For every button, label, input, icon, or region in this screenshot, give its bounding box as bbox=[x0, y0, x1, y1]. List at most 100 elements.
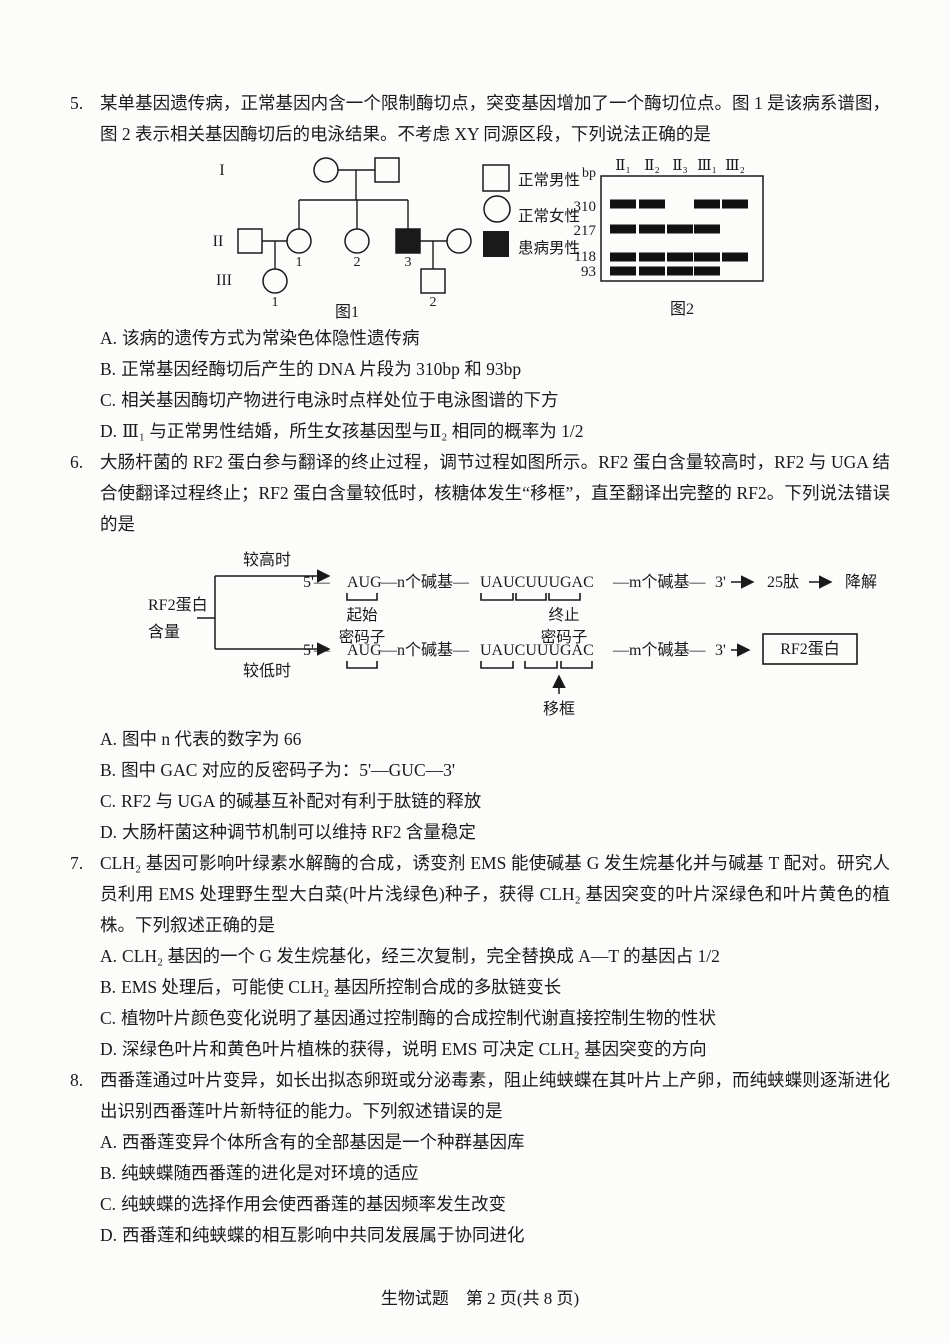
ii1-number: 1 bbox=[296, 255, 303, 270]
gel-size-93: 93 bbox=[581, 264, 596, 280]
gel-size-118: 118 bbox=[574, 249, 596, 265]
option-5c-label: C. bbox=[100, 390, 117, 410]
option-6a: A.图中 n 代表的数字为 66 bbox=[100, 724, 890, 755]
pedigree-ii2-circle bbox=[344, 228, 370, 254]
gel-band bbox=[694, 199, 720, 209]
gel-lane-label-iii2: Ⅲ₂ bbox=[725, 158, 745, 174]
page-footer: 生物试题 第 2 页(共 8 页) bbox=[380, 1289, 580, 1308]
pedigree-ii-husband-square bbox=[237, 228, 263, 254]
option-7c: C.植物叶片颜色变化说明了基因通过控制酶的合成控制代谢直接控制生物的性状 bbox=[100, 1003, 890, 1034]
question-7-number: 7. bbox=[70, 853, 84, 873]
rf2-content-label-line1: RF2蛋白 bbox=[148, 596, 208, 614]
stop-codon-label-line2: 密码子 bbox=[541, 628, 588, 646]
question-7-options: A.CLH₂ 基因的一个 G 发生烷基化，经三次复制，完全替换成 A—T 的基因… bbox=[70, 941, 890, 1065]
option-6b-text: 图中 GAC 对应的反密码子为：5'—GUC—3' bbox=[121, 760, 456, 780]
legend-normal-female-label: 正常女性 bbox=[518, 206, 580, 225]
option-8c-text: 纯蛱蝶的选择作用会使西番莲的基因频率发生改变 bbox=[121, 1194, 507, 1214]
frameshift-label: 移框 bbox=[543, 700, 575, 718]
degrade-label: 降解 bbox=[845, 573, 877, 591]
gel-box bbox=[600, 175, 764, 282]
question-5-text: 某单基因遗传病，正常基因内含一个限制酶切点，突变基因增加了一个酶切位点。图 1 … bbox=[100, 93, 890, 144]
option-5c: C.相关基因酶切产物进行电泳时点样处位于电泳图谱的下方 bbox=[100, 385, 890, 416]
gel-band bbox=[639, 199, 665, 209]
option-7b-label: B. bbox=[100, 977, 117, 997]
pedigree-ii1-circle bbox=[286, 228, 312, 254]
option-6d-label: D. bbox=[100, 822, 118, 842]
question-6-number: 6. bbox=[70, 452, 84, 472]
option-5b: B.正常基因经酶切后产生的 DNA 片段为 310bp 和 93bp bbox=[100, 354, 890, 385]
gel-band bbox=[610, 224, 636, 234]
question-5-figures: I II III 1 2 3 1 2 图1 正常男性 正常女性 患病男性 bp … bbox=[60, 153, 890, 321]
mrna-sequence-top: 5'—AUG—n个碱基—UAUCUUUGAC—m个碱基—3' bbox=[303, 573, 726, 591]
question-7-stem: 7. CLH₂ 基因可影响叶绿素水解酶的合成，诱变剂 EMS 能使碱基 G 发生… bbox=[70, 848, 890, 941]
ii2-number: 2 bbox=[354, 255, 361, 270]
option-7d-label: D. bbox=[100, 1039, 118, 1059]
generation-3-label: III bbox=[216, 272, 232, 289]
legend-normal-male-symbol bbox=[482, 164, 510, 192]
gel-band bbox=[639, 252, 665, 262]
question-5-stem: 5. 某单基因遗传病，正常基因内含一个限制酶切点，突变基因增加了一个酶切位点。图… bbox=[70, 88, 890, 150]
option-7a-text: CLH₂ 基因的一个 G 发生烷基化，经三次复制，完全替换成 A—T 的基因占 … bbox=[122, 946, 720, 966]
gel-band bbox=[610, 252, 636, 262]
option-5a-label: A. bbox=[100, 328, 118, 348]
option-8b: B.纯蛱蝶随西番莲的进化是对环境的适应 bbox=[100, 1158, 890, 1189]
rf2-regulation-diagram: RF2蛋白 含量 较高时 较低时 5'—AUG—n个碱基—UAUCUUUGAC—… bbox=[148, 551, 877, 718]
ii3-number: 3 bbox=[405, 255, 412, 270]
option-8b-text: 纯蛱蝶随西番莲的进化是对环境的适应 bbox=[121, 1163, 419, 1183]
gel-bands bbox=[610, 199, 748, 276]
gel-lane-label-ii3: Ⅱ₃ bbox=[672, 158, 687, 174]
legend-affected-male-label: 患病男性 bbox=[518, 239, 580, 257]
gel-size-217: 217 bbox=[574, 223, 597, 239]
pedigree-ii3-affected-square bbox=[395, 228, 421, 254]
gel-band bbox=[694, 266, 720, 276]
question-6-options: A.图中 n 代表的数字为 66 B.图中 GAC 对应的反密码子为：5'—GU… bbox=[70, 724, 890, 848]
bottom-codon-brackets bbox=[346, 661, 593, 669]
iii2-number: 2 bbox=[430, 295, 437, 310]
gel-band bbox=[667, 266, 693, 276]
option-7d-text: 深绿色叶片和黄色叶片植株的获得，说明 EMS 可决定 CLH₂ 基因突变的方向 bbox=[122, 1039, 707, 1059]
option-5a-text: 该病的遗传方式为常染色体隐性遗传病 bbox=[122, 328, 420, 348]
rf2-content-label-line2: 含量 bbox=[148, 623, 180, 641]
iii1-number: 1 bbox=[272, 295, 279, 310]
legend-normal-male-label: 正常男性 bbox=[518, 171, 580, 189]
gel-band bbox=[610, 266, 636, 276]
start-codon-label-line1: 起始 bbox=[346, 606, 378, 624]
option-6d-text: 大肠杆菌这种调节机制可以维持 RF2 含量稳定 bbox=[122, 822, 476, 842]
option-5a: A.该病的遗传方式为常染色体隐性遗传病 bbox=[100, 323, 890, 354]
option-8c: C.纯蛱蝶的选择作用会使西番莲的基因频率发生改变 bbox=[100, 1189, 890, 1220]
option-6a-label: A. bbox=[100, 729, 118, 749]
gel-band bbox=[722, 199, 748, 209]
option-5d-text: Ⅲ₁ 与正常男性结婚，所生女孩基因型与Ⅱ₂ 相同的概率为 1/2 bbox=[122, 421, 584, 441]
gel-band bbox=[667, 224, 693, 234]
option-5d-label: D. bbox=[100, 421, 118, 441]
gel-band bbox=[639, 266, 665, 276]
option-5d: D.Ⅲ₁ 与正常男性结婚，所生女孩基因型与Ⅱ₂ 相同的概率为 1/2 bbox=[100, 416, 890, 447]
option-6c-label: C. bbox=[100, 791, 117, 811]
pedigree-iii2-square bbox=[420, 268, 446, 294]
option-8c-label: C. bbox=[100, 1194, 117, 1214]
gel-band bbox=[639, 224, 665, 234]
question-6-stem: 6. 大肠杆菌的 RF2 蛋白参与翻译的终止过程，调节过程如图所示。RF2 蛋白… bbox=[70, 447, 890, 540]
option-6b-label: B. bbox=[100, 760, 117, 780]
generation-1-label: I bbox=[219, 162, 224, 179]
pedigree-and-gel-figure: I II III 1 2 3 1 2 图1 正常男性 正常女性 患病男性 bp … bbox=[213, 157, 764, 321]
gel-lane-label-iii1: Ⅲ₁ bbox=[697, 158, 717, 174]
option-7b: B.EMS 处理后，可能使 CLH₂ 基因所控制合成的多肽链变长 bbox=[100, 972, 890, 1003]
gel-bp-unit-label: bp bbox=[582, 166, 596, 181]
gel-band bbox=[722, 252, 748, 262]
mrna-sequence-bottom: 5'—AUG—n个碱基—UAUCUUUGAC—m个碱基—3' bbox=[303, 641, 726, 659]
option-8b-label: B. bbox=[100, 1163, 117, 1183]
option-6c: C.RF2 与 UGA 的碱基互补配对有利于肽链的释放 bbox=[100, 786, 890, 817]
start-codon-label-line2: 密码子 bbox=[339, 628, 386, 646]
gel-band bbox=[610, 199, 636, 209]
option-7a-label: A. bbox=[100, 946, 118, 966]
gel-band bbox=[694, 224, 720, 234]
gel-band bbox=[694, 252, 720, 262]
option-7c-text: 植物叶片颜色变化说明了基因通过控制酶的合成控制代谢直接控制生物的性状 bbox=[121, 1008, 717, 1028]
rf2-protein-label: RF2蛋白 bbox=[780, 640, 840, 658]
legend-affected-male-symbol bbox=[483, 231, 509, 257]
option-8d-text: 西番莲和纯蛱蝶的相互影响中共同发展属于协同进化 bbox=[122, 1225, 525, 1245]
pedigree-ii-wife-circle bbox=[446, 228, 472, 254]
figure-1-caption: 图1 bbox=[335, 304, 359, 321]
